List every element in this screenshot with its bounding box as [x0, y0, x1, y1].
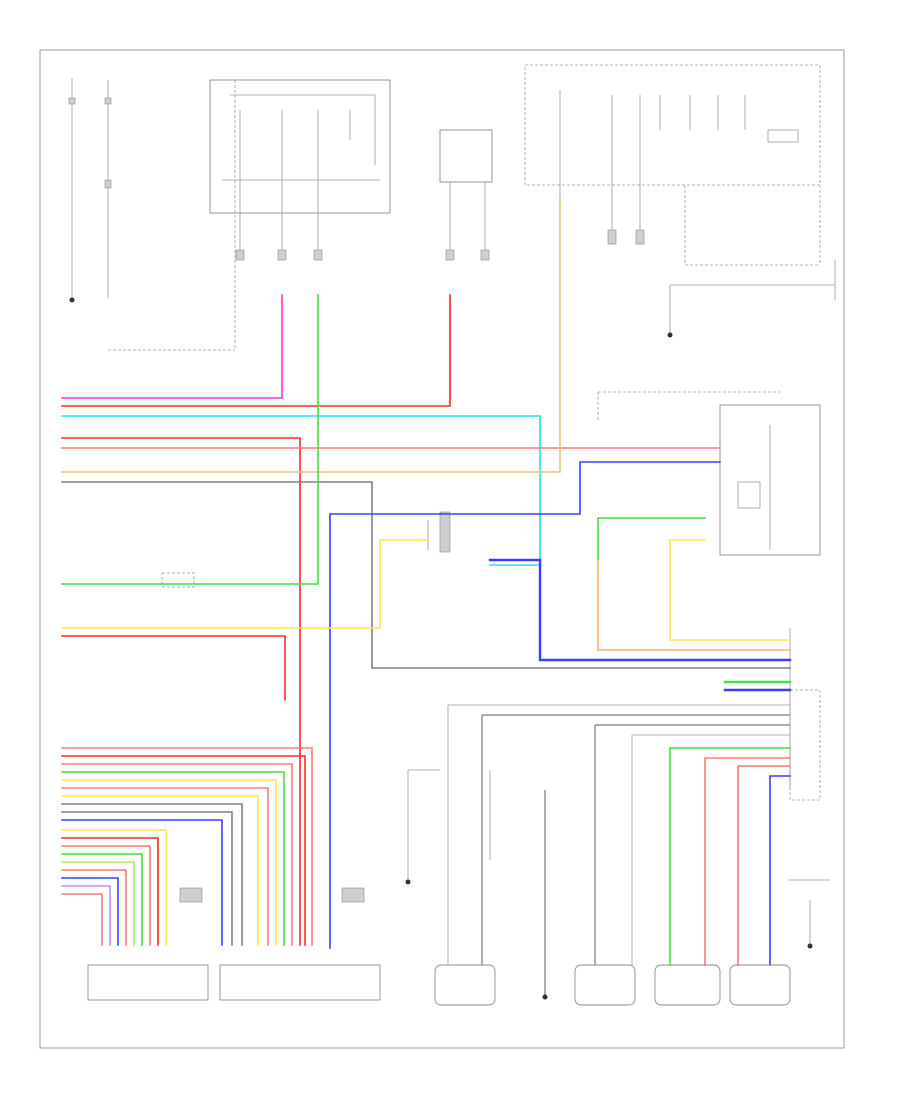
wire-yellow-right	[669, 539, 791, 641]
wire-gray	[61, 481, 791, 669]
wire-bundle-18	[61, 885, 111, 946]
terminal-strip-right	[789, 628, 821, 801]
wire-green-sensor	[669, 747, 791, 966]
wire-pink-sensor	[737, 765, 791, 966]
inline-connector	[161, 572, 195, 588]
wire-pink	[61, 294, 283, 399]
wire-bundle-10	[61, 819, 223, 946]
wire-bundle-15	[61, 861, 135, 946]
wire-bundle-8	[61, 803, 243, 946]
wire-bundle-16	[61, 869, 127, 946]
left-control-module	[87, 887, 209, 1001]
right-sensor-box	[597, 391, 821, 556]
ground-symbol	[542, 994, 548, 1000]
wire-tan	[61, 199, 561, 473]
wire-bundle-13	[61, 845, 151, 946]
wire-red-b	[61, 437, 301, 946]
wire-red-c	[61, 635, 286, 701]
ground-symbol	[69, 297, 75, 303]
wire-cyan	[61, 415, 541, 566]
wire-bundle-11	[61, 829, 167, 946]
wire-blue-a	[329, 461, 721, 949]
wire-bundle-1	[61, 747, 313, 946]
wire-bundle-2	[61, 755, 306, 946]
wire-bundle-12	[61, 837, 159, 946]
wire-bundle-4	[61, 771, 285, 946]
wire-bundle-6	[61, 787, 269, 946]
ground-symbol	[807, 943, 813, 949]
wire-green	[61, 294, 319, 585]
wire-blue-sensor	[769, 775, 791, 966]
diagram-frame	[39, 49, 845, 1049]
sensor-modules	[434, 964, 791, 1006]
ground-symbol	[405, 879, 411, 885]
wire-bundle-9	[61, 811, 233, 946]
wire-bundle-19	[61, 893, 103, 946]
left-relay-column	[68, 78, 236, 351]
wire-green-right	[597, 517, 706, 561]
top-switch-box	[439, 129, 493, 261]
top-right-module	[524, 64, 836, 338]
wire-harness	[61, 199, 830, 995]
wire-orange	[597, 559, 791, 651]
wire-red-sensor	[704, 757, 791, 966]
wire-bundle-14	[61, 853, 143, 946]
wire-bundle-7	[61, 795, 259, 946]
wire-blue-b	[488, 558, 792, 662]
wire-red-a	[61, 294, 451, 407]
center-control-module	[219, 887, 381, 1001]
ground-symbol	[667, 332, 673, 338]
wire-bundle-5	[61, 779, 277, 946]
wire-bundle-17	[61, 877, 119, 946]
engine-switch-box	[209, 79, 391, 261]
middle-junction	[427, 511, 451, 553]
wire-yellow	[61, 539, 429, 629]
wire-bundle-3	[61, 763, 293, 946]
